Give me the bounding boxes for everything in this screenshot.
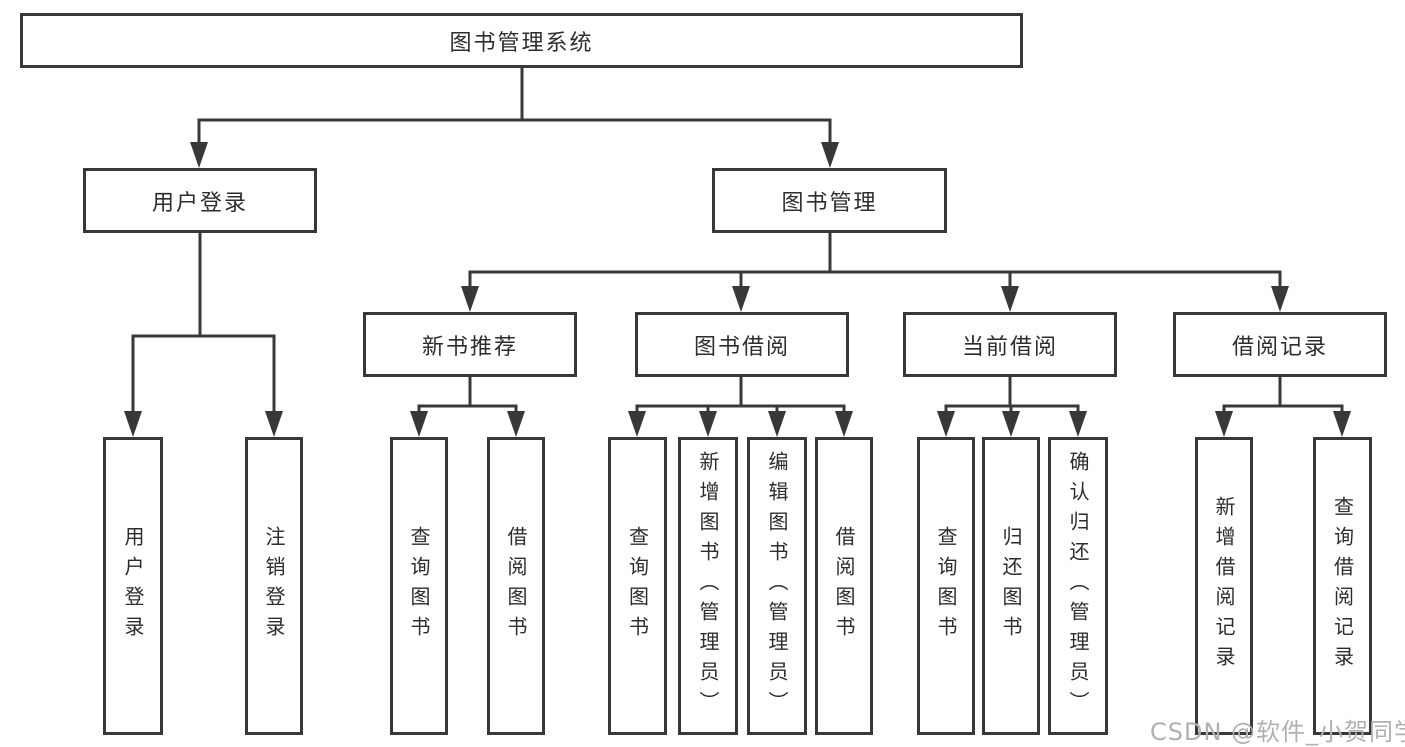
leaf-label: 注销登录 [262, 526, 286, 646]
leaf-label: 查询借阅记录 [1330, 496, 1355, 676]
arrowhead-icon [821, 142, 839, 168]
arrowhead-icon [1215, 411, 1233, 437]
leaf-label: 新增借阅记录 [1212, 496, 1236, 676]
arrowhead-icon [1002, 411, 1020, 437]
leaf-confirm-return-admin: 确认归还（管理员） [1048, 437, 1108, 735]
leaf-add-borrow-record: 新增借阅记录 [1195, 437, 1253, 735]
arrowhead-icon [699, 411, 717, 437]
arrowhead-icon [190, 142, 208, 168]
arrowhead-icon [1271, 286, 1289, 312]
leaf-borrow-books: 借阅图书 [815, 437, 873, 735]
node-new-book-recommendation: 新书推荐 [363, 312, 577, 377]
arrowhead-icon [732, 286, 750, 312]
arrowhead-icon [265, 411, 283, 437]
node-label: 借阅记录 [1231, 334, 1328, 360]
node-label: 用户登录 [151, 190, 248, 216]
leaf-label: 用户登录 [121, 526, 145, 646]
leaf-query-borrow-record: 查询借阅记录 [1313, 437, 1372, 735]
arrowhead-icon [507, 411, 525, 437]
leaf-query-books-borrow: 查询图书 [608, 437, 667, 735]
leaf-borrow-books-recommend: 借阅图书 [487, 437, 545, 735]
arrowhead-icon [461, 286, 479, 312]
leaf-label: 查询图书 [625, 526, 650, 646]
leaf-label: 查询图书 [934, 526, 958, 646]
leaf-label: 借阅图书 [504, 526, 528, 646]
node-borrowing-records: 借阅记录 [1173, 312, 1387, 377]
node-book-borrowing: 图书借阅 [635, 312, 849, 377]
watermark: CSDN @软件_小贺同学 [1150, 718, 1405, 746]
node-label: 图书借阅 [693, 334, 790, 360]
arrowhead-icon [410, 411, 428, 437]
arrowhead-icon [1069, 411, 1087, 437]
node-label: 图书管理系统 [449, 30, 594, 56]
leaf-label: 新增图书（管理员） [696, 451, 720, 721]
leaf-label: 查询图书 [407, 526, 431, 646]
arrowhead-icon [937, 411, 955, 437]
arrowhead-icon [1001, 286, 1019, 312]
arrowhead-icon [835, 411, 853, 437]
leaf-add-books-admin: 新增图书（管理员） [678, 437, 738, 735]
node-user-login: 用户登录 [83, 168, 317, 233]
leaf-query-books-current: 查询图书 [917, 437, 975, 735]
arrowhead-icon [628, 411, 646, 437]
node-library-management-system: 图书管理系统 [20, 13, 1023, 68]
leaf-label: 确认归还（管理员） [1066, 451, 1090, 721]
node-book-management: 图书管理 [712, 168, 947, 233]
node-label: 图书管理 [781, 190, 878, 216]
leaf-edit-books-admin: 编辑图书（管理员） [747, 437, 807, 735]
leaf-label: 归还图书 [999, 526, 1023, 646]
leaf-query-books-recommend: 查询图书 [390, 437, 448, 735]
arrowhead-icon [124, 411, 142, 437]
node-label: 新书推荐 [421, 334, 518, 360]
arrowhead-icon [768, 411, 786, 437]
node-label: 当前借阅 [961, 334, 1058, 360]
arrowhead-icon [1333, 411, 1351, 437]
leaf-return-books: 归还图书 [982, 437, 1040, 735]
leaf-user-login: 用户登录 [103, 437, 163, 735]
node-current-borrowing: 当前借阅 [903, 312, 1117, 377]
leaf-logout: 注销登录 [245, 437, 303, 735]
leaf-label: 借阅图书 [832, 526, 856, 646]
leaf-label: 编辑图书（管理员） [765, 451, 789, 721]
